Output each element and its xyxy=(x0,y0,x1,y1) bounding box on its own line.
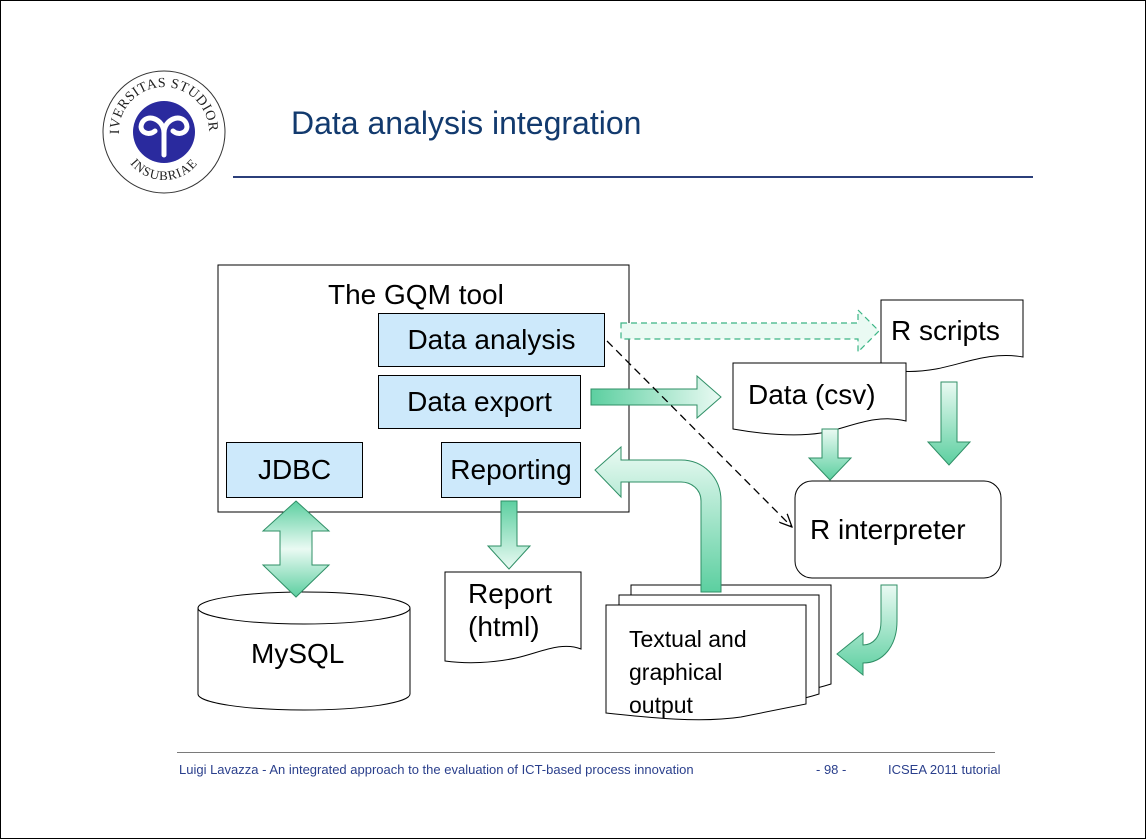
data-analysis-box: Data analysis xyxy=(378,313,605,367)
csv-to-interpreter-arrow xyxy=(807,428,853,481)
report-label-line1: Report xyxy=(468,578,553,609)
r-scripts-label: R scripts xyxy=(891,315,1000,346)
output-to-reporting-arrow xyxy=(594,445,722,593)
mysql-database xyxy=(197,591,411,711)
footer-page-number: - 98 - xyxy=(816,762,847,777)
footer-author-title: Luigi Lavazza - An integrated approach t… xyxy=(179,762,694,777)
output-label-line3: output xyxy=(629,692,693,718)
output-label-line1: Textual and xyxy=(629,626,747,652)
title-divider xyxy=(233,176,1033,178)
export-to-csv-arrow xyxy=(590,374,722,420)
interpreter-to-output-arrow xyxy=(836,584,898,677)
university-logo: UNIVERSITAS STUDIORUM INSUBRIAE xyxy=(101,69,226,194)
output-documents xyxy=(605,584,832,721)
mysql-label: MySQL xyxy=(251,638,345,669)
r-interpreter-box xyxy=(794,480,1002,579)
scripts-to-interpreter-arrow xyxy=(926,381,972,466)
r-interpreter-label: R interpreter xyxy=(810,514,966,545)
report-document xyxy=(444,571,582,664)
output-label-line2: graphical xyxy=(629,659,723,685)
footer-divider xyxy=(177,752,995,753)
data-csv-document xyxy=(732,362,907,436)
reporting-to-report-arrow xyxy=(486,500,532,570)
analysis-to-interpreter-dashed-line xyxy=(606,340,792,527)
jdbc-mysql-arrow xyxy=(261,500,331,598)
gqm-tool-label: The GQM tool xyxy=(328,279,504,310)
data-csv-label: Data (csv) xyxy=(748,379,876,410)
footer-event: ICSEA 2011 tutorial xyxy=(888,762,1001,777)
data-export-box: Data export xyxy=(378,375,581,429)
reporting-box: Reporting xyxy=(441,442,581,498)
jdbc-box: JDBC xyxy=(226,442,363,498)
report-label-line2: (html) xyxy=(468,611,540,642)
slide-title: Data analysis integration xyxy=(291,105,642,141)
analysis-to-scripts-arrow xyxy=(620,308,880,354)
